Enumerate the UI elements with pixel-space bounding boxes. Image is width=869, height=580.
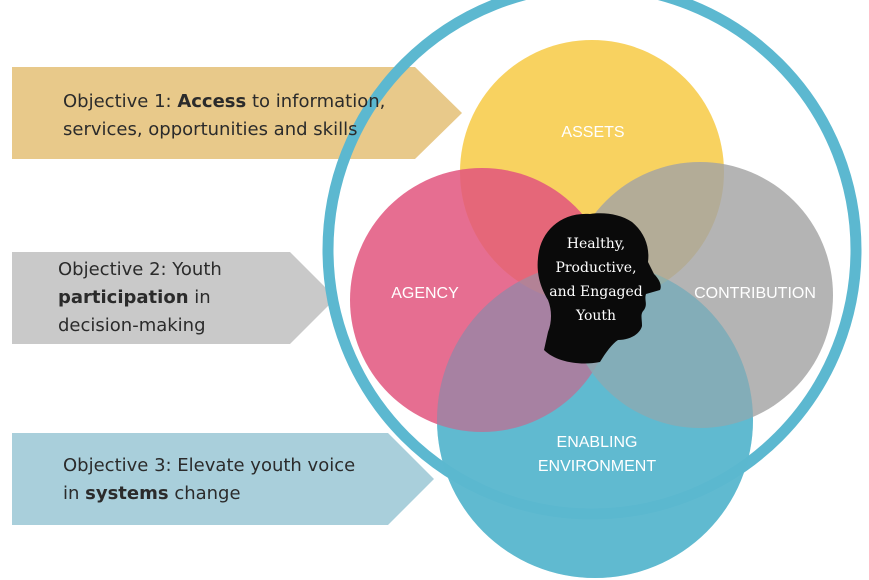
objective-2-line-2: participation in: [58, 284, 318, 312]
objective-1-suffix: to information,: [246, 91, 386, 112]
center-line-2: Productive,: [555, 260, 636, 276]
objective-3-line-2-prefix: in: [63, 483, 86, 504]
enabling-label-line2: ENVIRONMENT: [538, 458, 656, 475]
objective-3-line-2: in systems change: [63, 480, 423, 508]
objective-1-line-2: services, opportunities and skills: [63, 119, 358, 140]
center-line-4: Youth: [575, 308, 616, 324]
objective-2-text: Objective 2: Youth participation in deci…: [58, 256, 318, 340]
objective-1-bold: Access: [177, 91, 247, 112]
objective-2-line-1: Objective 2: Youth: [58, 259, 222, 280]
objective-3-arrow: [12, 433, 434, 525]
center-line-1: Healthy,: [567, 236, 625, 252]
objective-2-suffix: in: [188, 287, 211, 308]
objective-3-line-1: Objective 3: Elevate youth voice: [63, 455, 356, 476]
center-line-3: and Engaged: [549, 284, 643, 300]
objective-3-text: Objective 3: Elevate youth voice in syst…: [63, 452, 423, 508]
objective-1-prefix: Objective 1:: [63, 91, 178, 112]
objective-2-arrow: [12, 252, 336, 344]
enabling-label-line1: ENABLING: [557, 434, 638, 451]
objective-1-text: Objective 1: Access to information, serv…: [63, 88, 463, 144]
objective-2-line-3: decision-making: [58, 315, 206, 336]
objective-3-suffix: change: [168, 483, 241, 504]
enabling-overlap-circle: [437, 262, 753, 578]
head-silhouette-icon: [537, 213, 661, 364]
objective-1-line-1: Objective 1: Access to information,: [63, 88, 463, 116]
objective-3-bold: systems: [85, 483, 169, 504]
objective-2-bold: participation: [58, 287, 189, 308]
agency-label: AGENCY: [391, 285, 459, 302]
contribution-label: CONTRIBUTION: [694, 285, 816, 302]
assets-label: ASSETS: [561, 124, 624, 141]
